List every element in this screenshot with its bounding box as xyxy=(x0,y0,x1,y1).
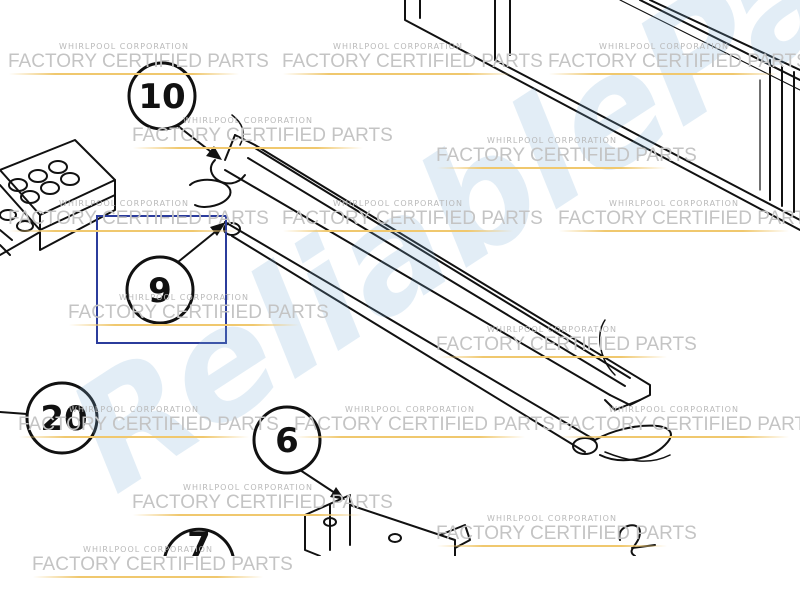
callout-circle-7 xyxy=(163,527,235,558)
callout-circle-10 xyxy=(127,61,197,131)
callout-number-9: 9 xyxy=(148,271,172,311)
leader-line-6 xyxy=(299,469,339,496)
clip-part xyxy=(618,524,656,557)
leader-line-20 xyxy=(0,411,28,415)
cabinet-outline xyxy=(404,0,800,231)
highlight-box xyxy=(96,215,227,344)
callout-circle-6 xyxy=(252,405,322,475)
slide-rod xyxy=(189,178,672,462)
callout-number-6: 6 xyxy=(275,421,299,461)
callout-circle-9 xyxy=(125,255,195,325)
bracket xyxy=(304,494,471,557)
callout-number-20: 20 xyxy=(40,399,87,439)
callout-number-7: 7 xyxy=(187,525,211,565)
bottom-band xyxy=(0,556,800,600)
leader-line-9 xyxy=(177,227,221,263)
callout-number-10: 10 xyxy=(138,77,185,117)
callout-circle-20 xyxy=(25,381,99,455)
arrowheads xyxy=(206,146,345,500)
leader-line-10 xyxy=(177,125,216,156)
